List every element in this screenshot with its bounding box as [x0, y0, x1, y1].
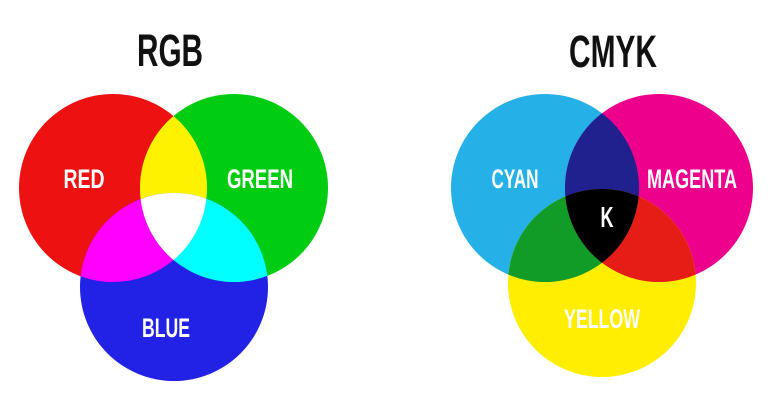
magenta-label: MAGENTA	[647, 164, 737, 194]
red-label: RED	[64, 164, 105, 194]
green-blue-overlap	[140, 193, 268, 282]
key-black-label: K	[601, 202, 614, 234]
rgb-title: RGB	[137, 25, 203, 76]
cmyk-title: CMYK	[569, 26, 657, 77]
rgb-diagram: RGB RED GREEN BLUE	[19, 25, 328, 381]
red-blue-overlap	[80, 193, 207, 282]
cyan-yellow-overlap	[508, 189, 639, 282]
cmyk-diagram: CMYK CYAN MAGENTA YELLOW K	[451, 26, 753, 377]
yellow-label: YELLOW	[564, 304, 640, 334]
blue-label: BLUE	[142, 313, 190, 343]
cyan-label: CYAN	[492, 164, 539, 194]
magenta-yellow-overlap	[565, 189, 696, 282]
green-label: GREEN	[227, 164, 293, 194]
